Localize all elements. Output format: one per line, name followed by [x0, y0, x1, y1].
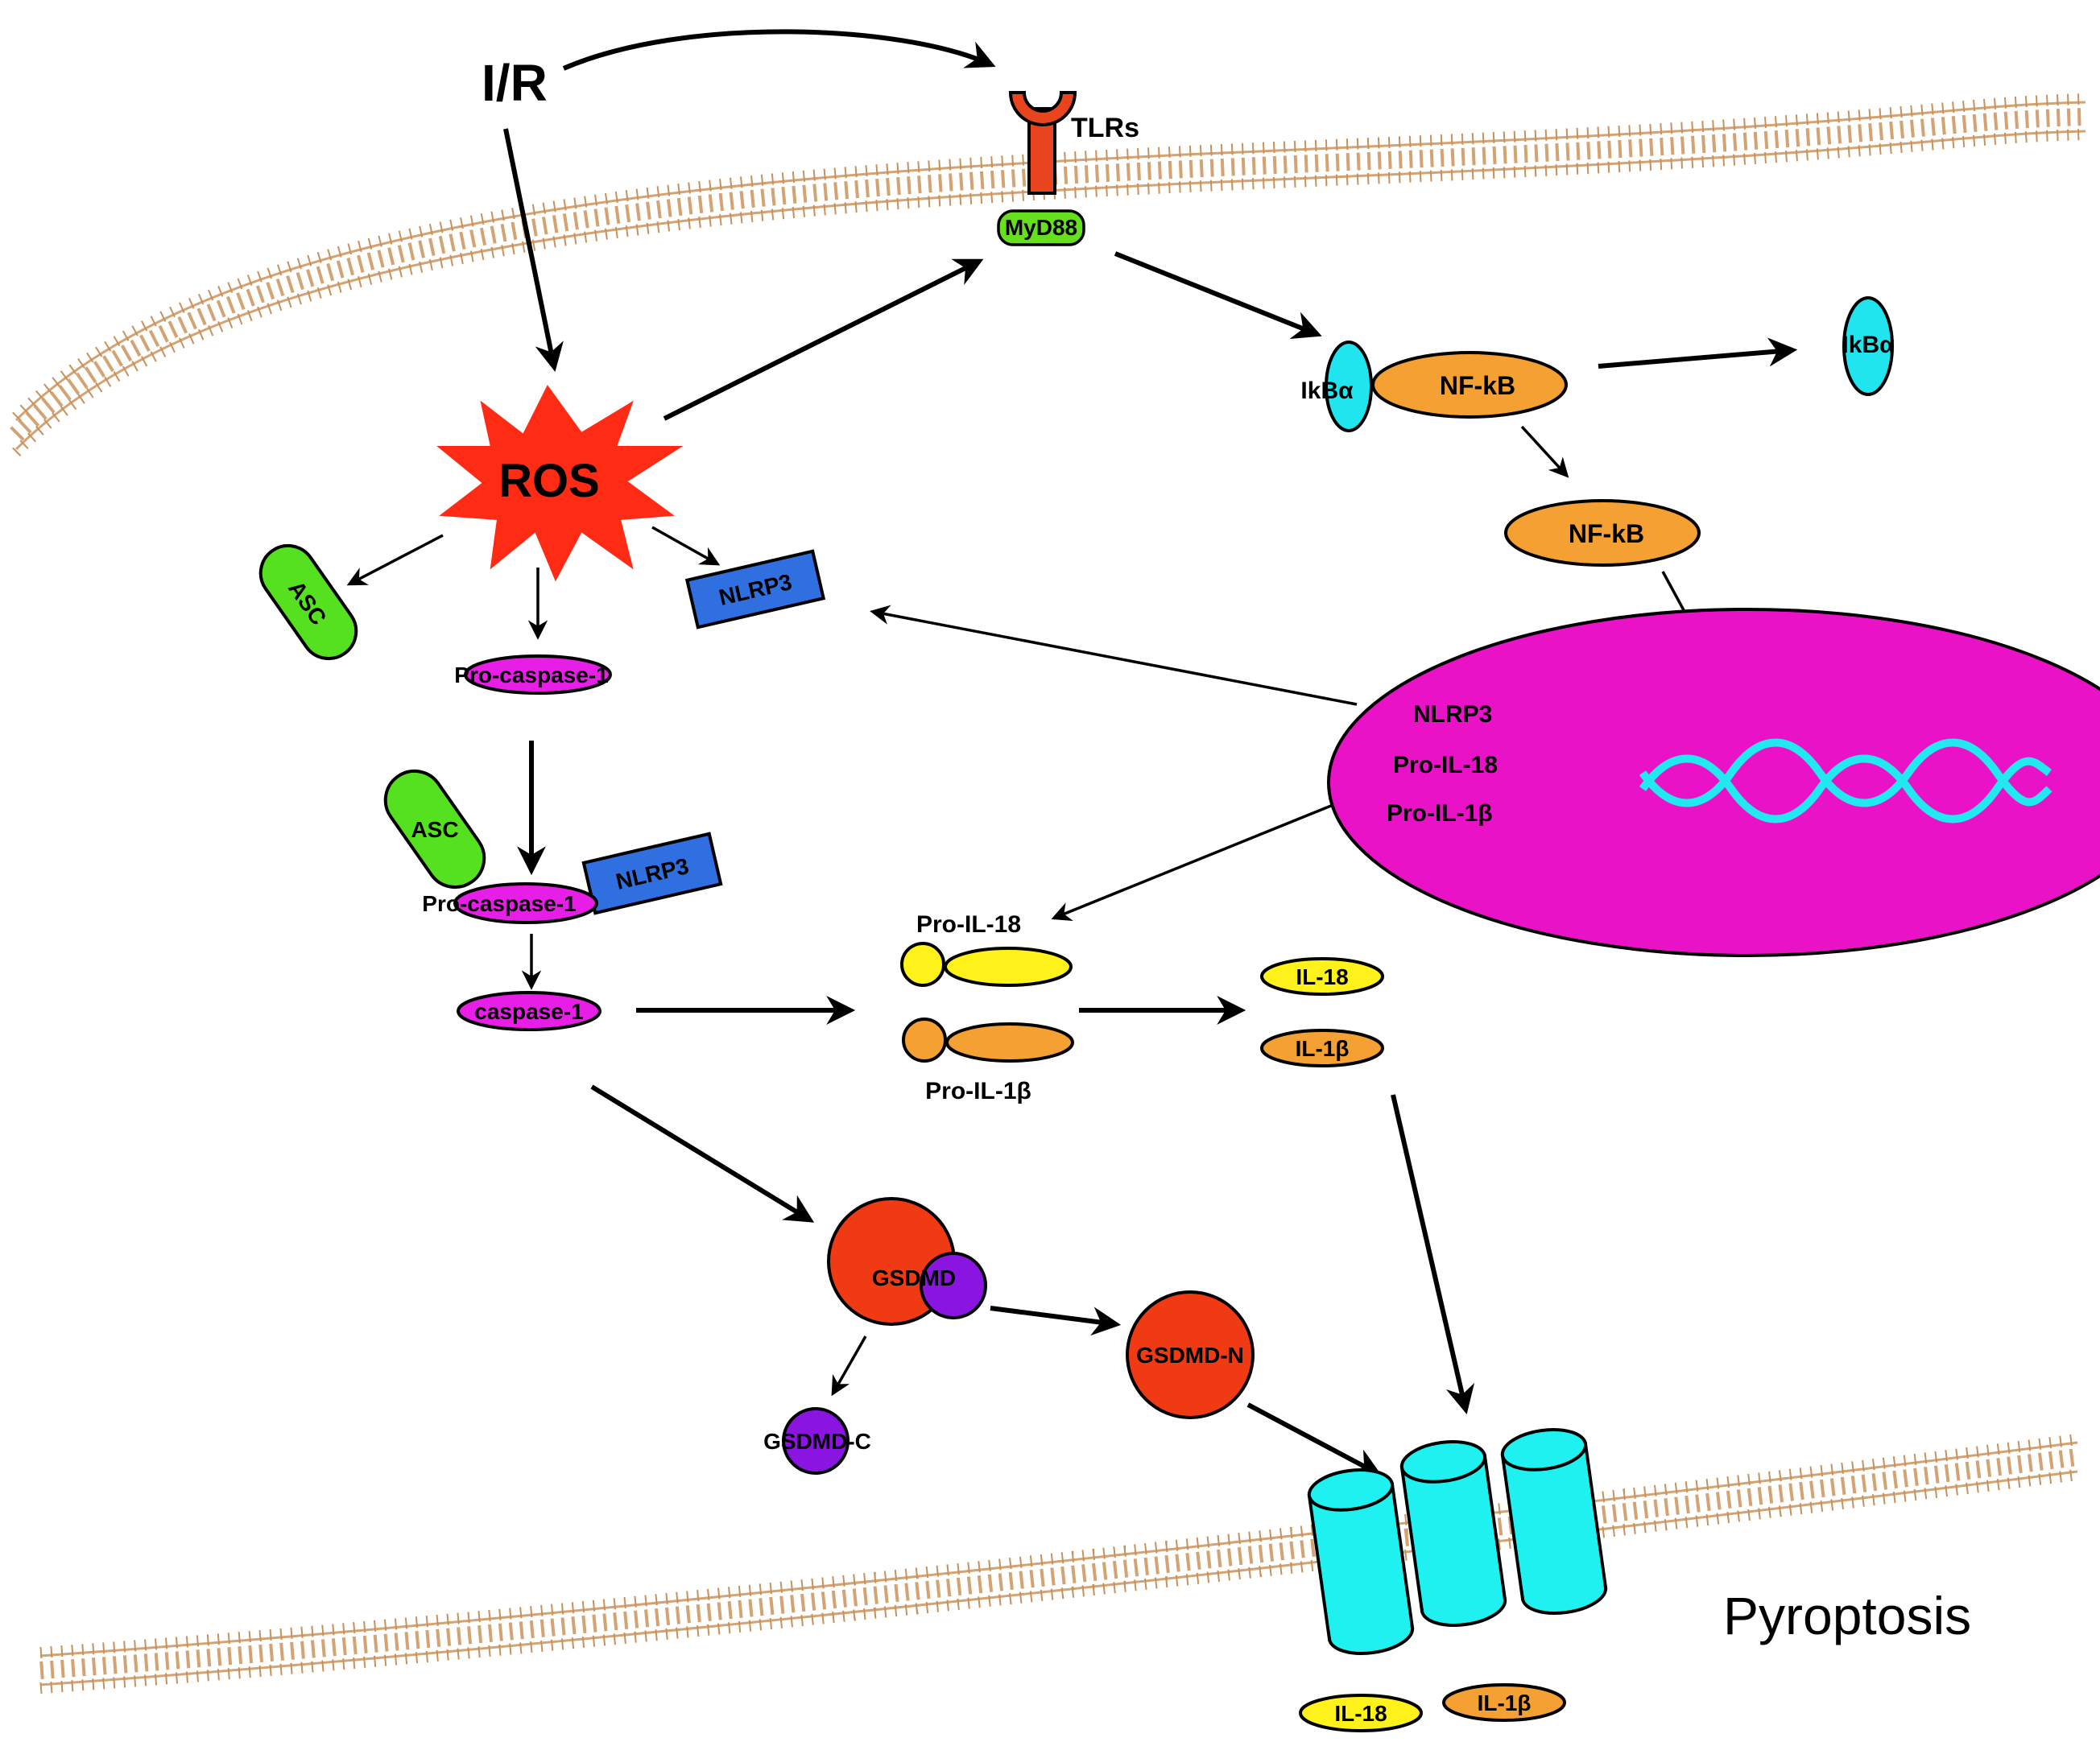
ikba-bound-shape: [1325, 341, 1373, 432]
pyroptosis-label: Pyroptosis: [1723, 1586, 1971, 1645]
arrows: [346, 29, 1798, 1476]
arrow-ros-to-asc: [346, 534, 444, 586]
arrow-nucleus-to-pro-ils: [1051, 795, 1354, 921]
il18-label: IL-18: [1296, 964, 1348, 989]
arrow-nfkb-translocate: [1520, 425, 1569, 478]
arrow-ros-to-myd88: [663, 258, 984, 421]
gsdmd-c-bound-shape: [920, 1252, 987, 1319]
il18-out-label: IL-18: [1334, 1701, 1387, 1726]
il18-shape: [1260, 957, 1384, 996]
gsdmd-c-shape: [782, 1407, 850, 1475]
dna-helix-icon: [1639, 738, 2052, 824]
ir-label: I/R: [482, 54, 548, 112]
nfkb-bound-shape: [1371, 351, 1568, 419]
tlrs-label: TLRs: [1071, 113, 1139, 143]
pro-caspase-complex-label: Pro-caspase-1: [422, 891, 576, 916]
arrow-gsdmd-to-gsdmd-n: [990, 1306, 1122, 1336]
gsdmd-n-label: GSDMD-N: [1136, 1343, 1244, 1368]
pro-il1b-body: [945, 1022, 1074, 1063]
nucleus-pro-il1b-label: Pro-IL-1β: [1387, 800, 1493, 827]
arrow-ils-to-pores: [1391, 1094, 1475, 1415]
gsdmd-n-shape: [1126, 1290, 1255, 1419]
pro-caspase-free-shape: [464, 654, 612, 695]
arrow-ir-to-ros: [503, 128, 564, 373]
il1b-out-shape: [1442, 1683, 1566, 1722]
inflammasome-complex: ASC NLRP3 Pro-caspase-1: [383, 769, 723, 924]
arrow-myd88-to-ikba-nfkb: [1114, 251, 1322, 340]
nfkb-free-label: NF-kB: [1569, 519, 1644, 548]
lower-membrane: [39, 1434, 2079, 1694]
il18-out-shape: [1299, 1694, 1423, 1732]
gsdmd-pore-icon: [1307, 1428, 1608, 1655]
nucleus-shape: [1327, 608, 2100, 957]
il1b-out-label: IL-1β: [1478, 1690, 1532, 1715]
ikba-free-shape: [1842, 296, 1894, 396]
tlr-receptor-icon: [1008, 91, 1077, 195]
il1b-label: IL-1β: [1296, 1036, 1350, 1061]
arrow-ikba-release: [1598, 337, 1798, 369]
ikba-free-label: IkBα: [1842, 332, 1895, 358]
myd88-label: MyD88: [1005, 215, 1077, 240]
upper-membrane: [10, 93, 2086, 456]
pro-il18-head: [900, 942, 945, 987]
pro-il18-body: [944, 947, 1073, 987]
pro-caspase-free-label: Pro-caspase-1: [454, 663, 608, 687]
nfkb-bound-label: NF-kB: [1440, 371, 1515, 400]
caspase1-shape: [457, 991, 601, 1031]
asc-free-shape: [258, 543, 358, 661]
arrow-gsdmd-to-gsdmd-c: [831, 1335, 867, 1397]
nucleus-nlrp3-label: NLRP3: [1413, 701, 1492, 728]
nlrp3-free-shape: [684, 549, 826, 630]
pro-il1b-label: Pro-IL-1β: [925, 1078, 1031, 1104]
nucleus-pro-il18-label: Pro-IL-18: [1393, 752, 1498, 778]
il1b-shape: [1260, 1029, 1384, 1067]
caspase1-label: caspase-1: [474, 999, 583, 1024]
nlrp3-complex-shape: [581, 832, 723, 915]
asc-complex-label: ASC: [411, 817, 458, 842]
asc-complex-shape: [383, 769, 486, 890]
arrow-ir-to-tlrs: [562, 29, 996, 71]
pro-caspase-complex-shape: [453, 882, 598, 924]
ros-burst-icon: [436, 385, 684, 582]
gsdmd-label: GSDMD: [872, 1265, 956, 1290]
ikba-bound-label: IkBα: [1300, 378, 1354, 404]
arrow-nucleus-to-nlrp3: [870, 605, 1358, 706]
ros-label: ROS: [498, 455, 600, 507]
arrow-gsdmd-n-to-pores: [1246, 1402, 1383, 1476]
pro-il18-label: Pro-IL-18: [916, 911, 1021, 938]
arrow-ros-to-nlrp3: [651, 526, 721, 566]
arrow-caspase1-to-gsdmd: [590, 1084, 815, 1223]
gsdmd-c-label: GSDMD-C: [763, 1429, 871, 1454]
pro-il1b-head: [902, 1018, 947, 1063]
nfkb-free-shape: [1504, 499, 1701, 567]
myd88-shape: [997, 209, 1085, 246]
